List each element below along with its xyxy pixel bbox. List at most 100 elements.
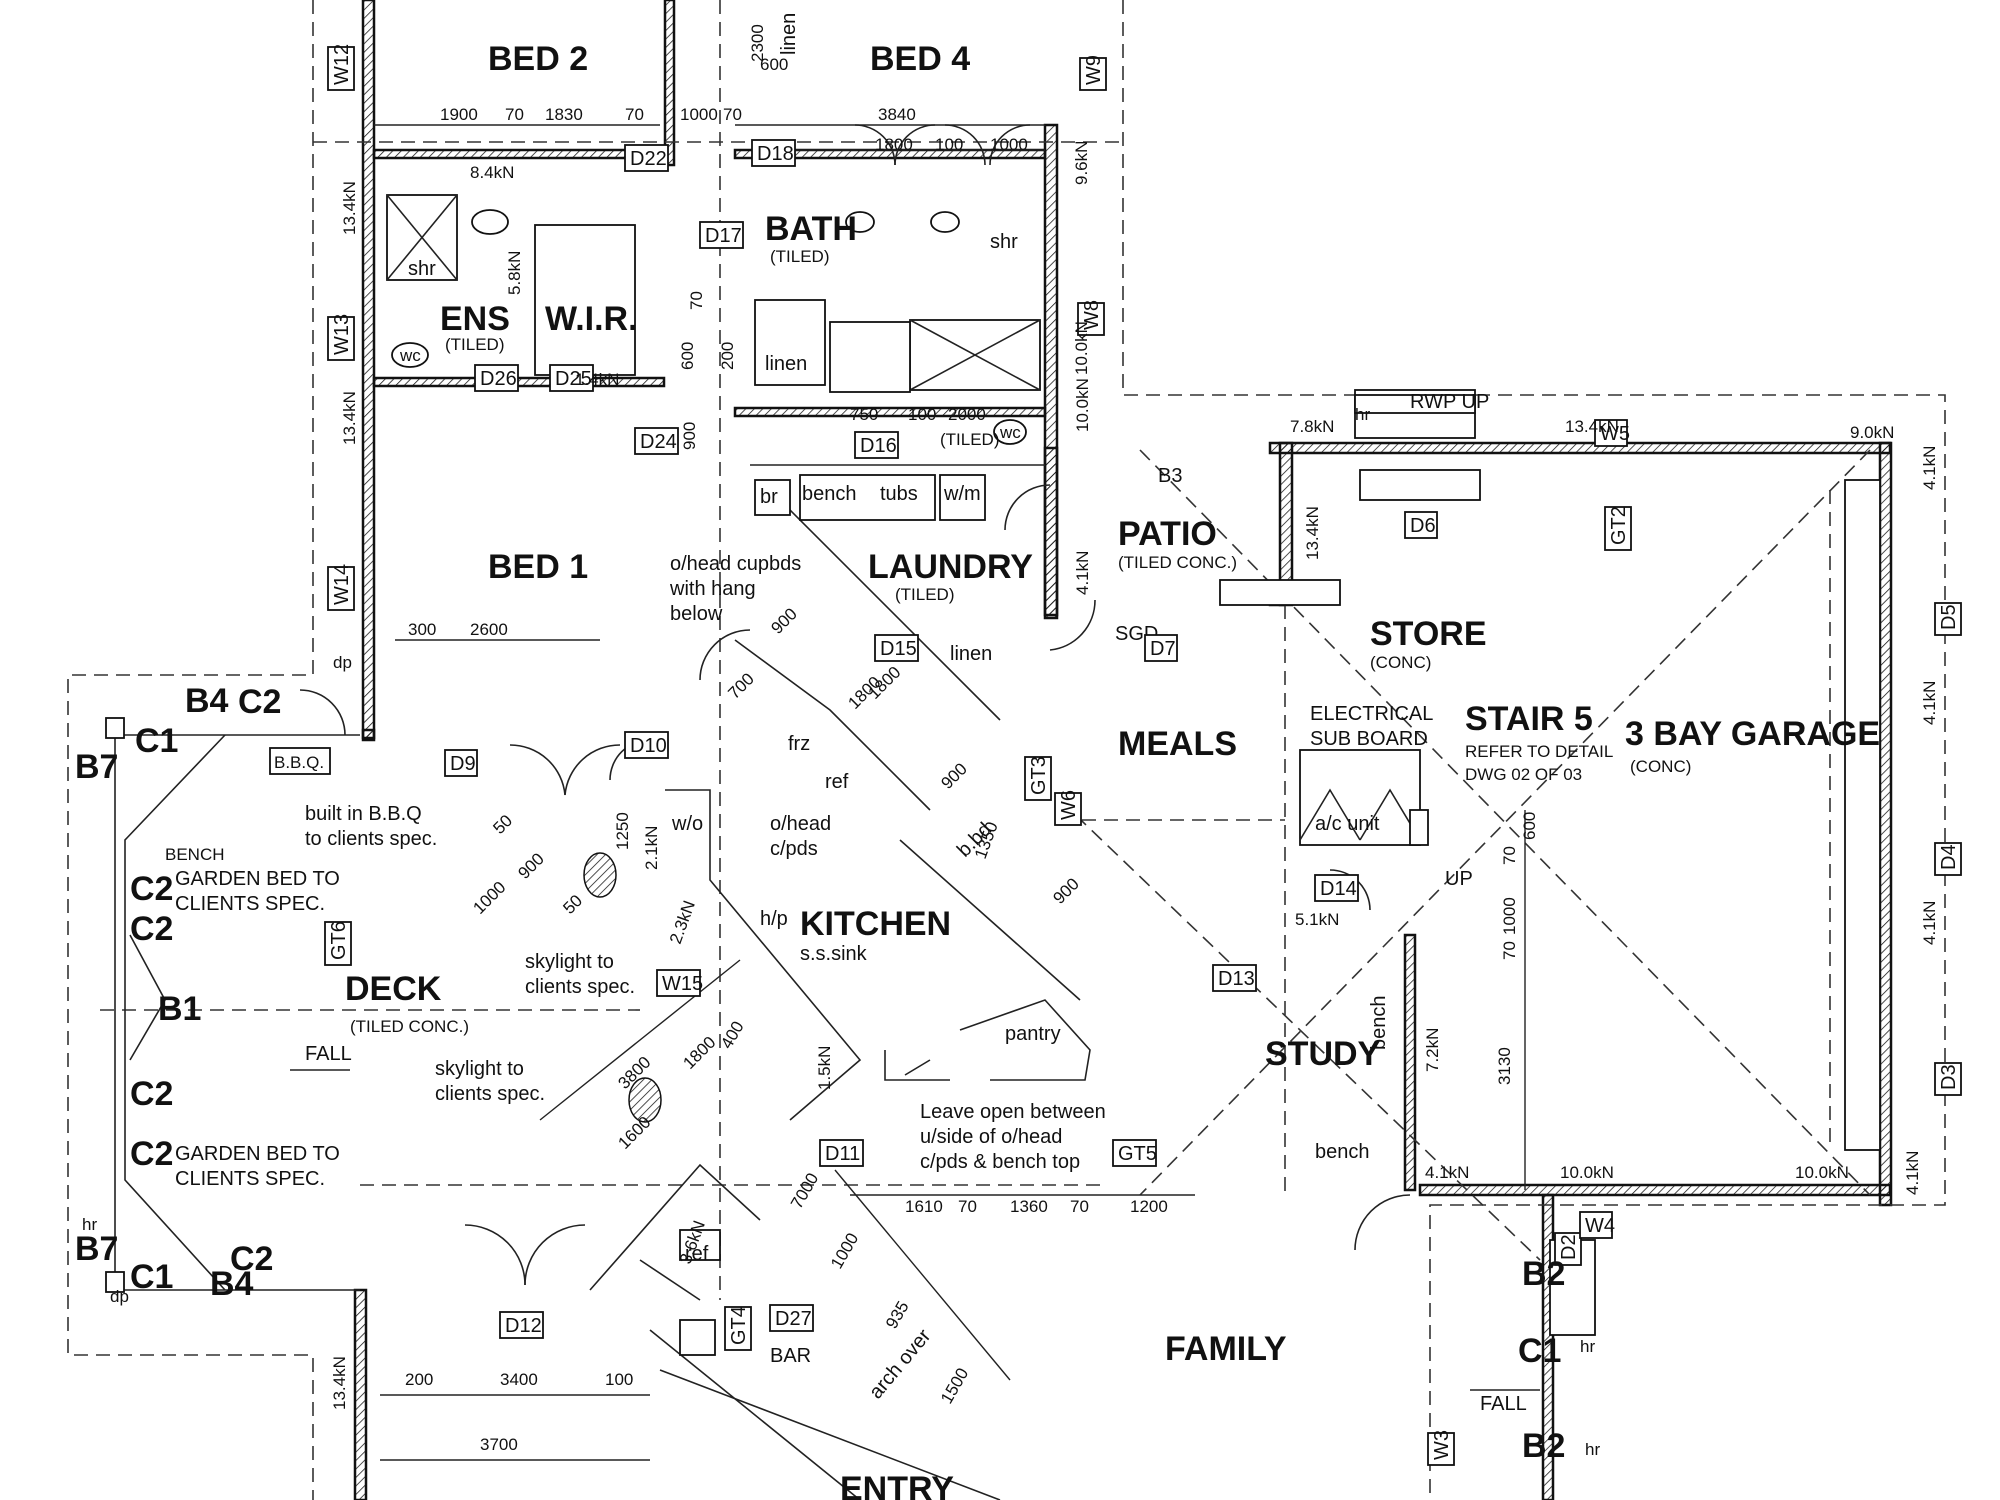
code-tag-b1-18: B1 xyxy=(158,990,201,1028)
code-tag-b2-19: B2 xyxy=(1522,1255,1565,1293)
dim-label-50: 1000 xyxy=(1500,897,1519,935)
dim-label-13: 100 xyxy=(908,405,936,424)
svg-text:13.4kN: 13.4kN xyxy=(340,391,359,445)
svg-text:D15: D15 xyxy=(880,638,917,660)
svg-text:D13: D13 xyxy=(1218,968,1255,990)
code-tag-gt4-4: GT4 xyxy=(724,1306,752,1351)
dim-label-8: 600 xyxy=(760,55,788,74)
load-label-16: 2.1kN xyxy=(642,826,661,870)
svg-text:9.0kN: 9.0kN xyxy=(1850,423,1894,442)
note-hr2: hr xyxy=(1580,1337,1595,1356)
load-label-9: 9.0kN xyxy=(1850,423,1894,442)
dim-label-19: 300 xyxy=(408,620,436,639)
note-ohead-k2: c/pds xyxy=(770,838,818,860)
dim-label-34: 400 xyxy=(717,1018,748,1052)
svg-text:D25: D25 xyxy=(555,368,592,390)
note-tiled-bath2: (TILED) xyxy=(940,430,1000,449)
svg-text:B4: B4 xyxy=(185,682,229,720)
annotation-notes: RWP UP STAIR 5 REFER TO DETAIL DWG 02 OF… xyxy=(82,13,1613,1459)
svg-text:B2: B2 xyxy=(1522,1255,1565,1293)
svg-text:D17: D17 xyxy=(705,225,742,247)
svg-text:70: 70 xyxy=(958,1197,977,1216)
svg-text:D3: D3 xyxy=(1938,1064,1960,1090)
svg-text:GT5: GT5 xyxy=(1118,1143,1157,1165)
dim-label-45: 200 xyxy=(405,1370,433,1389)
svg-text:1500: 1500 xyxy=(937,1365,972,1407)
svg-text:C1: C1 xyxy=(135,722,178,760)
svg-text:13.4kN: 13.4kN xyxy=(340,181,359,235)
svg-text:4.1kN: 4.1kN xyxy=(1073,551,1092,595)
svg-text:900: 900 xyxy=(937,759,970,792)
note-linen2: linen xyxy=(950,643,992,665)
code-tag-b4-5: B4 xyxy=(185,682,229,720)
code-tag-c2-17: C2 xyxy=(230,1240,273,1278)
door-tag-d9: D9 xyxy=(444,749,478,777)
door-tag-d12: D12 xyxy=(499,1311,544,1339)
dim-label-30: 50 xyxy=(559,891,586,918)
dim-label-16: 600 xyxy=(678,342,697,370)
dim-label-26: 900 xyxy=(1049,874,1082,907)
svg-text:10.0kN: 10.0kN xyxy=(1072,321,1091,375)
note-bench-study2: bench xyxy=(1315,1141,1370,1163)
load-label-24: 10.0kN xyxy=(1795,1163,1849,1182)
load-label-3: 1.4kN xyxy=(575,370,619,389)
note-rwp: RWP UP xyxy=(1410,391,1489,413)
door-tag-d2: D2 xyxy=(1554,1232,1582,1266)
svg-text:D18: D18 xyxy=(757,143,794,165)
svg-text:3700: 3700 xyxy=(480,1435,518,1454)
svg-text:50: 50 xyxy=(489,811,516,838)
dim-label-12: 750 xyxy=(850,405,878,424)
dim-label-27: 50 xyxy=(489,811,516,838)
dim-label-2: 1830 xyxy=(545,105,583,124)
load-label-23: 10.0kN xyxy=(1560,1163,1614,1182)
dim-label-54: 1800 xyxy=(864,663,904,703)
note-pantry: pantry xyxy=(1005,1023,1061,1045)
svg-text:400: 400 xyxy=(717,1018,748,1052)
load-label-6: 10.0kN xyxy=(1072,321,1091,375)
svg-text:B3: B3 xyxy=(1158,465,1182,487)
load-label-7: 7.8kN xyxy=(1290,417,1334,436)
door-tag-d5: D5 xyxy=(1934,602,1962,636)
svg-text:C2: C2 xyxy=(130,910,173,948)
svg-text:D24: D24 xyxy=(640,431,677,453)
door-tag-d4: D4 xyxy=(1934,842,1962,876)
svg-text:D6: D6 xyxy=(1410,515,1436,537)
dim-label-36: 1610 xyxy=(905,1197,943,1216)
dim-label-33: 1800 xyxy=(679,1033,719,1073)
note-linen1: linen xyxy=(765,353,807,375)
note-br: br xyxy=(760,486,778,508)
door-tag-d15: D15 xyxy=(874,634,919,662)
svg-text:4.1kN: 4.1kN xyxy=(1903,1151,1922,1195)
eaves-outline xyxy=(67,0,1946,1500)
svg-text:70: 70 xyxy=(687,291,706,310)
room-wir: W.I.R. xyxy=(545,300,638,338)
door-tag-d26: D26 xyxy=(474,364,519,392)
door-tag-d13: D13 xyxy=(1212,964,1257,992)
svg-text:70: 70 xyxy=(1070,1197,1089,1216)
svg-text:2.1kN: 2.1kN xyxy=(642,826,661,870)
note-bar: BAR xyxy=(770,1345,811,1367)
door-tag-d14: D14 xyxy=(1314,874,1359,902)
room-laundry: LAUNDRY xyxy=(868,548,1033,586)
dimension-lines xyxy=(374,124,1526,1461)
note-ref1: ref xyxy=(825,771,849,793)
note-wc1: wc xyxy=(399,346,421,365)
svg-text:D22: D22 xyxy=(630,148,667,170)
code-tag-b7-7: B7 xyxy=(75,748,118,786)
svg-text:5.1kN: 5.1kN xyxy=(1295,910,1339,929)
svg-text:13.4kN: 13.4kN xyxy=(1565,417,1619,436)
note-sky1: skylight to xyxy=(525,951,614,973)
svg-text:600: 600 xyxy=(760,55,788,74)
code-tag-gt6-0: GT6 xyxy=(324,921,352,966)
svg-text:900: 900 xyxy=(680,422,699,450)
dim-label-48: 3700 xyxy=(480,1435,518,1454)
code-tag-c2-15: C2 xyxy=(130,1075,173,1113)
svg-text:70: 70 xyxy=(1500,846,1519,865)
door-tag-d22: D22 xyxy=(624,144,669,172)
note-ohead2: with hang xyxy=(669,578,756,600)
svg-text:GT6: GT6 xyxy=(328,921,350,960)
svg-text:D26: D26 xyxy=(480,368,517,390)
svg-text:B7: B7 xyxy=(75,1230,118,1268)
note-bbq-box: B.B.Q. xyxy=(274,753,324,772)
